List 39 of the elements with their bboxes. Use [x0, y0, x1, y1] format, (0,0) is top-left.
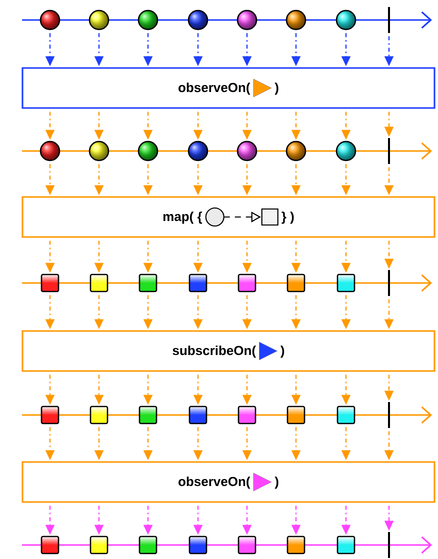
marble [336, 140, 356, 162]
square-marble [90, 536, 108, 554]
marble [40, 10, 60, 30]
marble [138, 10, 158, 30]
square-marble [90, 406, 108, 424]
square-marble [188, 536, 208, 554]
marble [286, 140, 306, 162]
square-marble [40, 274, 60, 292]
operator-box: subscribeOn( ) [22, 330, 436, 372]
square-marble [238, 274, 256, 292]
square-marble [138, 274, 158, 292]
marble [88, 10, 110, 30]
marble [336, 10, 356, 30]
square-marble [336, 536, 356, 554]
marble [286, 10, 306, 30]
marble [40, 140, 60, 162]
marble [188, 140, 208, 162]
operator-box: map( { } ) [22, 196, 436, 238]
square-marble [286, 536, 306, 554]
square-marble [188, 406, 208, 424]
square-marble [138, 406, 158, 424]
marble [236, 10, 258, 30]
marble [88, 140, 110, 162]
square-marble [90, 274, 108, 292]
square-marble [40, 536, 60, 554]
square-marble [286, 406, 306, 424]
square-marble [40, 406, 60, 424]
square-marble [238, 406, 256, 424]
square-marble [188, 274, 208, 292]
square-marble [336, 274, 356, 292]
marble [236, 140, 258, 162]
operator-box: observeOn( ) [22, 461, 436, 503]
square-marble [336, 406, 356, 424]
marble [138, 140, 158, 162]
square-marble [286, 274, 306, 292]
operator-box: observeOn( ) [22, 67, 436, 109]
square-marble [238, 536, 256, 554]
square-marble [138, 536, 158, 554]
marble [188, 10, 208, 30]
